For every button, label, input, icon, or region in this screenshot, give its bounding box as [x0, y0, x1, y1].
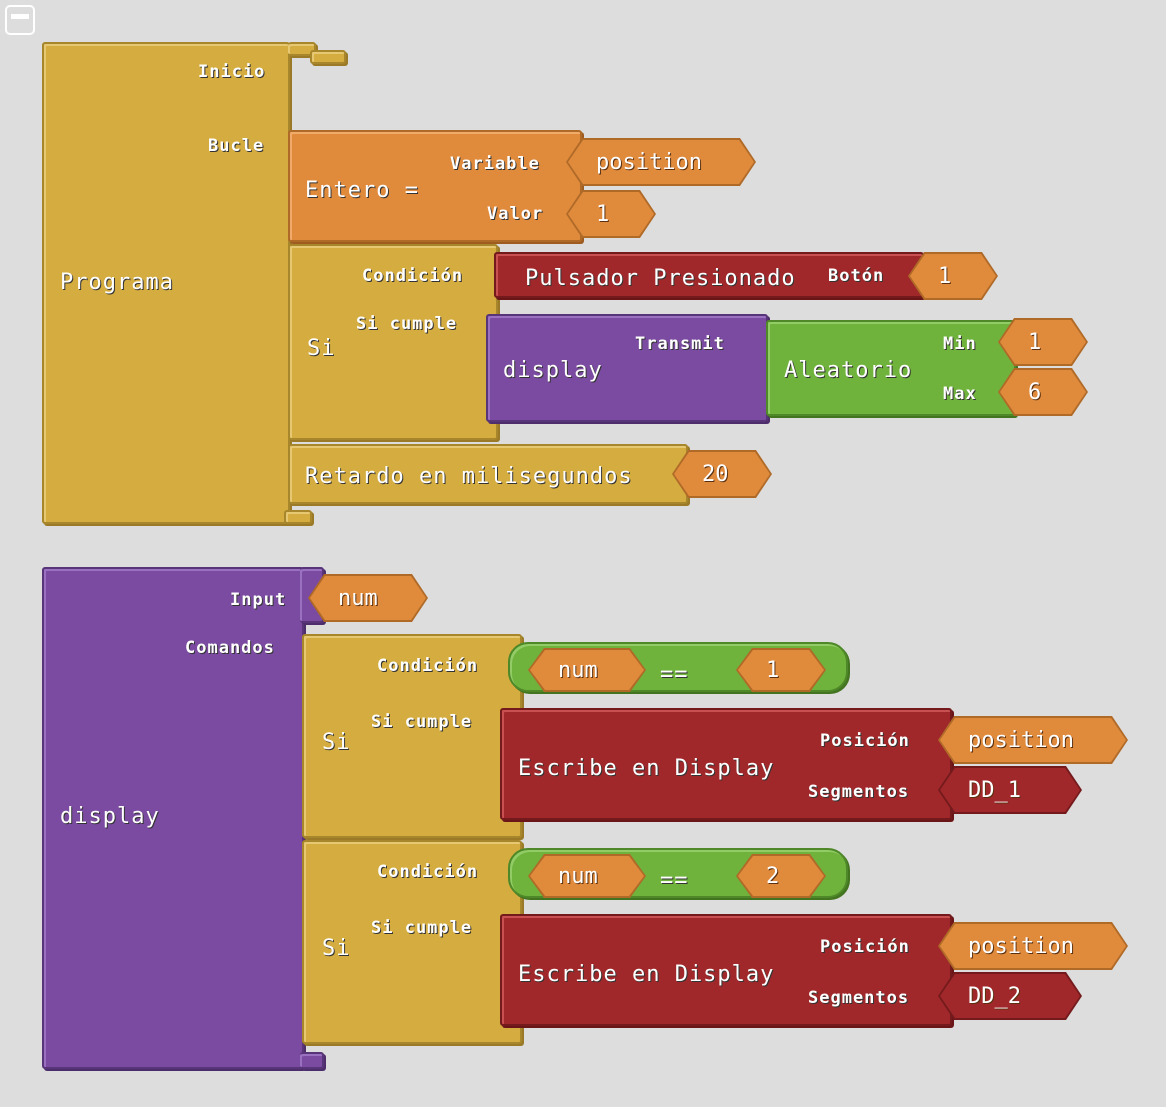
- si-cumple-label: Si cumple: [356, 314, 458, 334]
- aleatorio-min-text: 1: [1028, 329, 1042, 355]
- si-cumple-label-2: Si cumple: [371, 918, 473, 938]
- entero-variable-text: position: [596, 149, 702, 175]
- entero-valor-value-fill: [568, 192, 654, 236]
- segmentos-label-2: Segmentos: [808, 988, 910, 1008]
- si-cumple-label-1: Si cumple: [371, 712, 473, 732]
- entero-valor-text: 1: [596, 201, 610, 227]
- entero-variable-value[interactable]: position: [566, 138, 756, 186]
- aleatorio-min-value-fill: [1000, 320, 1086, 364]
- compare-left-text-2: num: [558, 863, 598, 889]
- retardo-label: Retardo en milisegundos: [305, 464, 633, 489]
- display-title: display: [60, 804, 160, 829]
- retardo-value[interactable]: 20: [672, 450, 772, 498]
- segmentos-label-1: Segmentos: [808, 782, 910, 802]
- pulsador-boton-text: 1: [938, 263, 952, 289]
- si-block-1[interactable]: [302, 634, 522, 838]
- display-main-body[interactable]: [42, 567, 304, 1069]
- aleatorio-max-label: Max: [943, 384, 977, 404]
- entero-block[interactable]: [288, 130, 582, 242]
- display-comandos-label: Comandos: [185, 638, 275, 658]
- pulsador-boton-value[interactable]: 1: [908, 252, 998, 300]
- compare-left-1[interactable]: num: [528, 648, 646, 692]
- display-input-label: Input: [230, 590, 287, 610]
- si-block-2[interactable]: [302, 840, 522, 1044]
- display-call-block[interactable]: [486, 314, 768, 422]
- retardo-text: 20: [702, 461, 729, 487]
- posicion-text-2: position: [968, 933, 1074, 959]
- entero-variable-label: Variable: [450, 154, 540, 174]
- condicion-label-2: Condición: [377, 862, 479, 882]
- display-input-value[interactable]: num: [308, 574, 428, 622]
- entero-valor-label: Valor: [487, 204, 544, 224]
- segmentos-value-1[interactable]: DD_1: [938, 766, 1082, 814]
- transmit-label: Transmit: [635, 334, 725, 354]
- compare-right-1-fill: [738, 650, 824, 690]
- si-block[interactable]: [288, 244, 498, 440]
- aleatorio-label: Aleatorio: [784, 358, 913, 383]
- compare-right-1[interactable]: 1: [736, 648, 826, 692]
- aleatorio-min-value[interactable]: 1: [998, 318, 1088, 366]
- segmentos-value-2[interactable]: DD_2: [938, 972, 1082, 1020]
- compare-right-2[interactable]: 2: [736, 854, 826, 898]
- entero-valor-value[interactable]: 1: [566, 190, 656, 238]
- escribe-block-2[interactable]: [500, 914, 952, 1026]
- compare-left-1-fill: [530, 650, 644, 690]
- si-label-1: Si: [322, 730, 351, 755]
- posicion-label-1: Posición: [820, 731, 910, 751]
- compare-left-2-fill: [530, 856, 644, 896]
- compare-op-2: ==: [660, 868, 689, 893]
- bucle-label: Bucle: [208, 136, 265, 156]
- posicion-label-2: Posición: [820, 937, 910, 957]
- compare-right-2-fill: [738, 856, 824, 896]
- programa-bottom-cap: [284, 510, 312, 524]
- retardo-value-fill: [674, 452, 770, 496]
- condicion-label-1: Condición: [377, 656, 479, 676]
- compare-right-text-1: 1: [766, 657, 780, 683]
- display-input-text: num: [338, 585, 378, 611]
- si-label-2: Si: [322, 936, 351, 961]
- compare-left-text-1: num: [558, 657, 598, 683]
- aleatorio-min-label: Min: [943, 334, 977, 354]
- pulsador-block[interactable]: [494, 252, 924, 298]
- entero-variable-value-fill: [568, 140, 754, 184]
- retardo-block[interactable]: [288, 444, 688, 504]
- compare-right-text-2: 2: [766, 863, 780, 889]
- compare-op-1: ==: [660, 662, 689, 687]
- programa-main-body[interactable]: [42, 42, 290, 524]
- escribe-label-1: Escribe en Display: [518, 756, 775, 781]
- aleatorio-block[interactable]: [766, 320, 1016, 416]
- display-bottom-cap: [300, 1052, 324, 1069]
- posicion-value-1-fill: [940, 718, 1126, 762]
- inicio-label: Inicio: [198, 62, 266, 82]
- segmentos-value-1-fill: [940, 768, 1080, 812]
- escribe-block-1[interactable]: [500, 708, 952, 820]
- programa-title: Programa: [60, 270, 174, 295]
- pulsador-boton-label: Botón: [828, 266, 885, 286]
- aleatorio-max-value-fill: [1000, 370, 1086, 414]
- segmentos-text-2: DD_2: [968, 983, 1021, 1009]
- aleatorio-max-text: 6: [1028, 379, 1042, 405]
- programa-inicio-cap: [288, 42, 316, 56]
- si-label: Si: [307, 336, 336, 361]
- display-input-value-fill: [310, 576, 426, 620]
- escribe-label-2: Escribe en Display: [518, 962, 775, 987]
- pulsador-boton-value-fill: [910, 254, 996, 298]
- compare-left-2[interactable]: num: [528, 854, 646, 898]
- segmentos-value-2-fill: [940, 974, 1080, 1018]
- window-minimize-icon[interactable]: [5, 5, 35, 35]
- posicion-value-2-fill: [940, 924, 1126, 968]
- programa-inicio-notch: [310, 50, 346, 64]
- aleatorio-max-value[interactable]: 6: [998, 368, 1088, 416]
- posicion-value-2[interactable]: position: [938, 922, 1128, 970]
- entero-label: Entero =: [305, 178, 419, 203]
- display-call-label: display: [503, 358, 603, 383]
- si-condicion-label: Condición: [362, 266, 464, 286]
- posicion-value-1[interactable]: position: [938, 716, 1128, 764]
- posicion-text-1: position: [968, 727, 1074, 753]
- minimize-bar: [11, 14, 29, 19]
- segmentos-text-1: DD_1: [968, 777, 1021, 803]
- pulsador-label: Pulsador Presionado: [525, 266, 796, 291]
